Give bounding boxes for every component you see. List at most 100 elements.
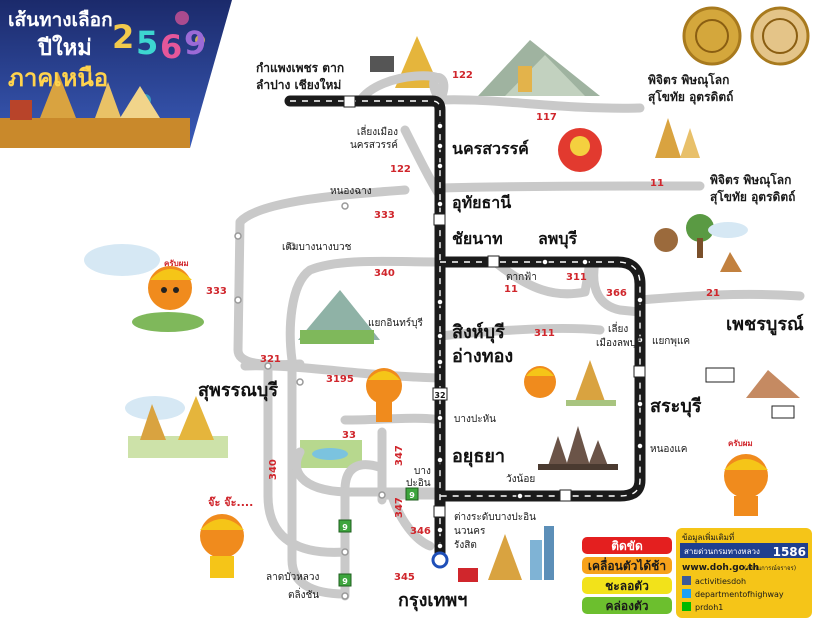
title-line1: เส้นทางเลือก: [8, 9, 113, 31]
route-number: 11: [650, 178, 664, 189]
info-header: ข้อมูลเพิ่มเติมที่: [682, 531, 734, 543]
seal-icon: [750, 6, 810, 66]
place-nong-khae: หนองแค: [650, 444, 687, 455]
twitter-icon: [682, 589, 691, 598]
legend-swatch-moderate: [582, 577, 672, 594]
legend-label-moderate: ชะลอตัว: [605, 579, 649, 593]
place-sing-buri: สิงห์บุรี: [452, 321, 505, 344]
place-bypass-nsw2: นครสวรรค์: [350, 139, 398, 151]
highway-1-shield-icon: [343, 95, 356, 108]
bangkok-pin-icon: [431, 551, 449, 569]
info-facebook[interactable]: activitiesdoh: [695, 577, 746, 586]
place-bypass-nsw1: เลี่ยงเมือง: [357, 124, 398, 138]
route-numbers: 122 117 122 11 333 340 311 11 366 21 333…: [206, 70, 720, 583]
traffic-legend: ติดขัด เคลื่อนตัวได้ช้า ชะลอตัว คล่องตัว: [582, 537, 672, 614]
route-number: 122: [390, 164, 411, 175]
route-number: 321: [260, 354, 281, 365]
place-phichit-mid1: พิจิตร พิษณุโลก: [710, 172, 791, 188]
place-taling-chan: ตลิ่งชัน: [288, 587, 319, 601]
route-number: 347: [394, 497, 405, 518]
place-wang-noi: วังน้อย: [506, 473, 535, 485]
year-digit: 2: [112, 18, 134, 56]
place-ayutthaya: อยุธยา: [452, 446, 505, 468]
title-panel: เส้นทางเลือก ปีใหม่ ภาคเหนือ 2 5 6 9: [0, 0, 232, 148]
info-website-note: (สถานการณ์จราจร): [744, 564, 796, 572]
legend-label-free: คล่องตัว: [606, 599, 649, 613]
route-number: 340: [374, 268, 395, 279]
place-kamphaeng: กำแพงเพชร ตาก: [256, 61, 344, 75]
place-nong-chang: หนองฉาง: [330, 186, 372, 197]
year-2569: 2 5 6 9: [112, 18, 206, 66]
title-line3: ภาคเหนือ: [8, 64, 108, 92]
info-hotline-number[interactable]: 1586: [773, 545, 806, 559]
year-digit: 9: [184, 24, 206, 62]
line-icon: [682, 602, 691, 611]
route-32-label: 32: [434, 391, 445, 400]
route-9-label: 9: [342, 523, 348, 532]
place-saraburi: สระบุรี: [650, 396, 702, 418]
route-number: 333: [206, 286, 227, 297]
route-number: 311: [566, 272, 587, 283]
mascot-3: [524, 366, 556, 398]
place-rangsit: รังสิต: [454, 540, 477, 551]
year-digit: 6: [160, 28, 182, 66]
place-phichit-top1: พิจิตร พิษณุโลก: [648, 72, 729, 88]
legend-swatch-slow: [582, 557, 672, 574]
place-lopburi: ลพบุรี: [538, 229, 578, 249]
highway-1-shield-icon: [433, 213, 446, 226]
route-number: 340: [268, 459, 279, 480]
legend-label-slow: เคลื่อนตัวได้ช้า: [588, 557, 666, 573]
route-number: 11: [504, 284, 518, 295]
place-chainat: ชัยนาท: [452, 229, 503, 248]
place-bang-pa-in2: ปะอิน: [406, 478, 431, 489]
highway-1-shield-icon: [487, 255, 500, 268]
place-bang-pa-in1: บาง: [414, 466, 431, 477]
route-number: 311: [534, 328, 555, 339]
route-number: 117: [536, 112, 557, 123]
legend-swatch-free: [582, 597, 672, 614]
highway-9-shield-icon: [405, 487, 419, 501]
highway-1-shield-icon: [633, 365, 646, 378]
route-number: 122: [452, 70, 473, 81]
place-phichit-top2: สุโขทัย อุตรดิตถ์: [648, 89, 733, 105]
place-lat-bua-luang: ลาดบัวหลวง: [266, 572, 320, 583]
highway-9-shield-icon: [338, 519, 352, 533]
mascot-speech: ครับผม: [164, 259, 189, 268]
highway-1-shield-icon: [433, 505, 446, 518]
place-yaek-in: แยกอินทร์บุรี: [368, 317, 424, 329]
place-lampang: ลำปาง เชียงใหม่: [256, 77, 341, 92]
route-number: 345: [394, 572, 415, 583]
place-bangkok: กรุงเทพฯ: [398, 590, 467, 612]
legend-label-jam: ติดขัด: [611, 539, 643, 553]
info-website[interactable]: www.doh.go.th: [682, 563, 759, 573]
mascot-speech: จ๊ะ จ๊ะ....: [208, 496, 253, 509]
place-phetchabun: เพชรบูรณ์: [726, 313, 804, 336]
mascot-2: [366, 368, 402, 422]
info-twitter[interactable]: departmentofhighway: [695, 590, 784, 599]
info-line[interactable]: prdoh1: [695, 603, 723, 612]
mascot-speech: ครับผม: [728, 439, 753, 448]
place-nakhon-sawan: นครสวรรค์: [452, 139, 529, 158]
seal-logos: [682, 6, 810, 66]
mascot-5: ครับผม: [724, 439, 768, 516]
route-number: 347: [394, 445, 405, 466]
place-bang-pahan: บางปะหัน: [454, 414, 496, 425]
route-number: 3195: [326, 374, 354, 385]
place-bypass-lop2: เมืองลพบุรี: [596, 337, 642, 349]
info-panel: ข้อมูลเพิ่มเติมที่ สายด่วนกรมทางหลวง 158…: [676, 528, 812, 618]
main-road-dashes: [290, 100, 641, 556]
place-yaek-phukhae: แยกพุแค: [652, 336, 690, 347]
highway-9-shield-icon: [338, 573, 352, 587]
place-bypass-lop1: เลี่ยง: [608, 321, 628, 335]
route-9-label: 9: [342, 577, 348, 586]
route-9-label: 9: [409, 491, 415, 500]
mascot-1: ครับผม: [132, 259, 204, 332]
place-interchange: ต่างระดับบางปะอิน: [454, 512, 536, 523]
place-nava-nakhon: นวนคร: [454, 526, 486, 537]
place-suphan: สุพรรณบุรี: [198, 380, 278, 402]
highway-1-shield-icon: [559, 489, 572, 502]
seal-icon: [682, 6, 742, 66]
place-takfa: ตากฟ้า: [506, 271, 537, 283]
